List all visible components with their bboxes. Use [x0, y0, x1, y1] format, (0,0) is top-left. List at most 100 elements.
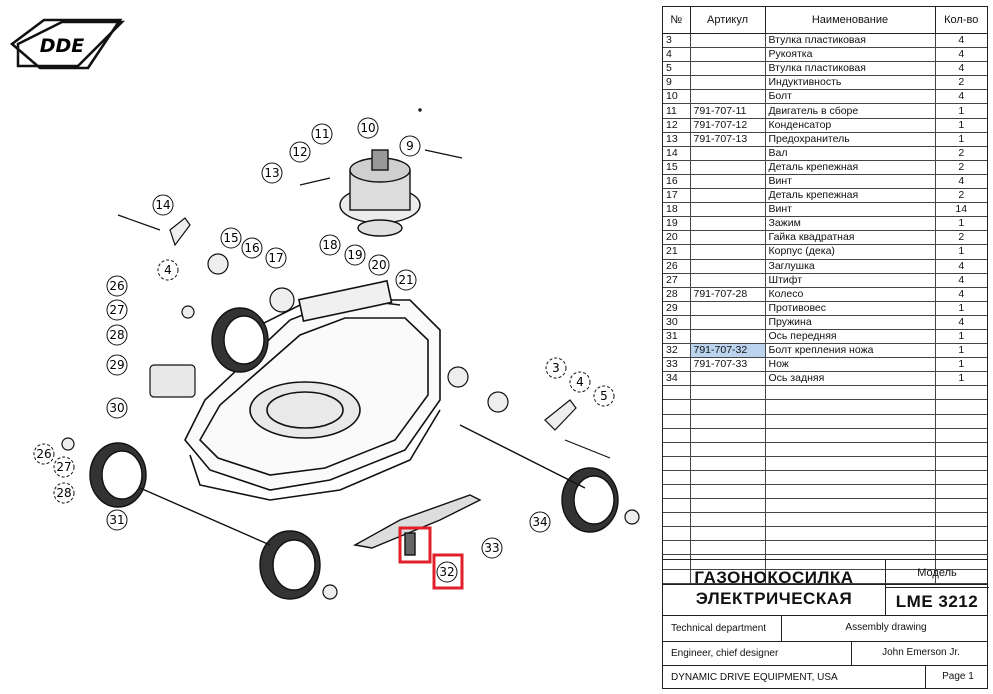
empty-row: [663, 554, 987, 570]
col-article: Артикул: [690, 7, 766, 34]
small-parts: [61, 149, 640, 600]
department: Technical department: [671, 623, 767, 634]
mower-deck: [184, 279, 441, 501]
num-cell: 31: [663, 329, 691, 345]
svg-text:26: 26: [36, 447, 51, 461]
qty-cell: 1: [935, 118, 987, 133]
drawing-type: Assembly drawing: [781, 615, 990, 641]
callout-27b: 27: [53, 456, 75, 478]
svg-text:20: 20: [371, 258, 386, 272]
svg-text:4: 4: [164, 263, 172, 277]
num-cell: 20: [663, 230, 691, 246]
empty-row: [663, 399, 987, 415]
callout-29: 29: [106, 354, 128, 376]
callout-26b: 26: [33, 443, 55, 465]
qty-cell: 4: [935, 47, 987, 63]
name-cell: Втулка пластиковая: [765, 61, 936, 77]
empty-row: [663, 498, 987, 514]
svg-text:17: 17: [268, 251, 283, 265]
empty-row: [663, 456, 987, 471]
qty-cell: 2: [935, 146, 987, 161]
num-cell: 10: [663, 89, 691, 105]
name-cell: Рукоятка: [765, 47, 936, 63]
qty-cell: 1: [935, 329, 987, 345]
name-cell: Ось задняя: [765, 371, 936, 387]
name-cell: Заглушка: [765, 259, 936, 274]
name-cell: Винт: [765, 202, 936, 218]
callout-17: 17: [265, 247, 287, 269]
callout-26a: 26: [106, 275, 128, 297]
empty-row: [663, 414, 987, 429]
num-cell: 18: [663, 202, 691, 218]
qty-cell: 4: [935, 61, 987, 77]
qty-cell: 4: [935, 287, 987, 302]
article-cell: [690, 174, 766, 190]
qty-cell: 2: [935, 188, 987, 204]
article-cell: [690, 61, 766, 77]
num-cell: 33: [663, 357, 691, 373]
qty-cell: 1: [935, 216, 987, 232]
article-cell: [690, 301, 766, 316]
name-cell: Корпус (дека): [765, 244, 936, 260]
article-cell: 791-707-32: [690, 343, 766, 359]
num-cell: 13: [663, 132, 691, 147]
highlight-callout-32: [432, 553, 464, 590]
empty-row: [663, 442, 987, 457]
qty-cell: 1: [935, 244, 987, 260]
qty-cell: 4: [935, 259, 987, 274]
col-num: №: [663, 7, 691, 34]
article-cell: [690, 216, 766, 232]
article-cell: [690, 244, 766, 260]
name-cell: Деталь крепежная: [765, 188, 936, 204]
article-cell: [690, 202, 766, 218]
empty-row: [663, 526, 987, 542]
name-cell: Колесо: [765, 287, 936, 302]
name-cell: Конденсатор: [765, 118, 936, 133]
name-cell: Предохранитель: [765, 132, 936, 147]
svg-text:33: 33: [484, 541, 499, 555]
article-cell: [690, 329, 766, 345]
svg-text:5: 5: [600, 389, 608, 403]
num-cell: 32: [663, 343, 691, 359]
article-cell: [690, 75, 766, 91]
article-cell: [690, 160, 766, 175]
qty-cell: 2: [935, 160, 987, 175]
qty-cell: 4: [935, 273, 987, 288]
callout-21: 21: [395, 269, 417, 291]
svg-text:27: 27: [56, 460, 71, 474]
svg-text:13: 13: [264, 166, 279, 180]
svg-text:4: 4: [576, 375, 584, 389]
dde-logo: DDE: [9, 18, 126, 70]
num-cell: 4: [663, 47, 691, 63]
svg-text:34: 34: [532, 515, 547, 529]
num-cell: 12: [663, 118, 691, 133]
article-cell: [690, 89, 766, 105]
callout-15: 15: [220, 227, 242, 249]
article-cell: [690, 371, 766, 387]
svg-text:19: 19: [347, 248, 362, 262]
empty-row: [663, 428, 987, 443]
svg-text:11: 11: [314, 127, 329, 141]
num-cell: 30: [663, 315, 691, 330]
article-cell: [690, 259, 766, 274]
logo-text: DDE: [40, 35, 85, 57]
empty-row: [663, 470, 987, 486]
svg-text:29: 29: [109, 358, 124, 372]
name-cell: Индуктивность: [765, 75, 936, 91]
title-block: ГАЗОНОКОСИЛКА ЭЛЕКТРИЧЕСКАЯ Модель LME 3…: [662, 559, 990, 689]
svg-text:27: 27: [109, 303, 124, 317]
callout-33: 33: [481, 537, 503, 559]
